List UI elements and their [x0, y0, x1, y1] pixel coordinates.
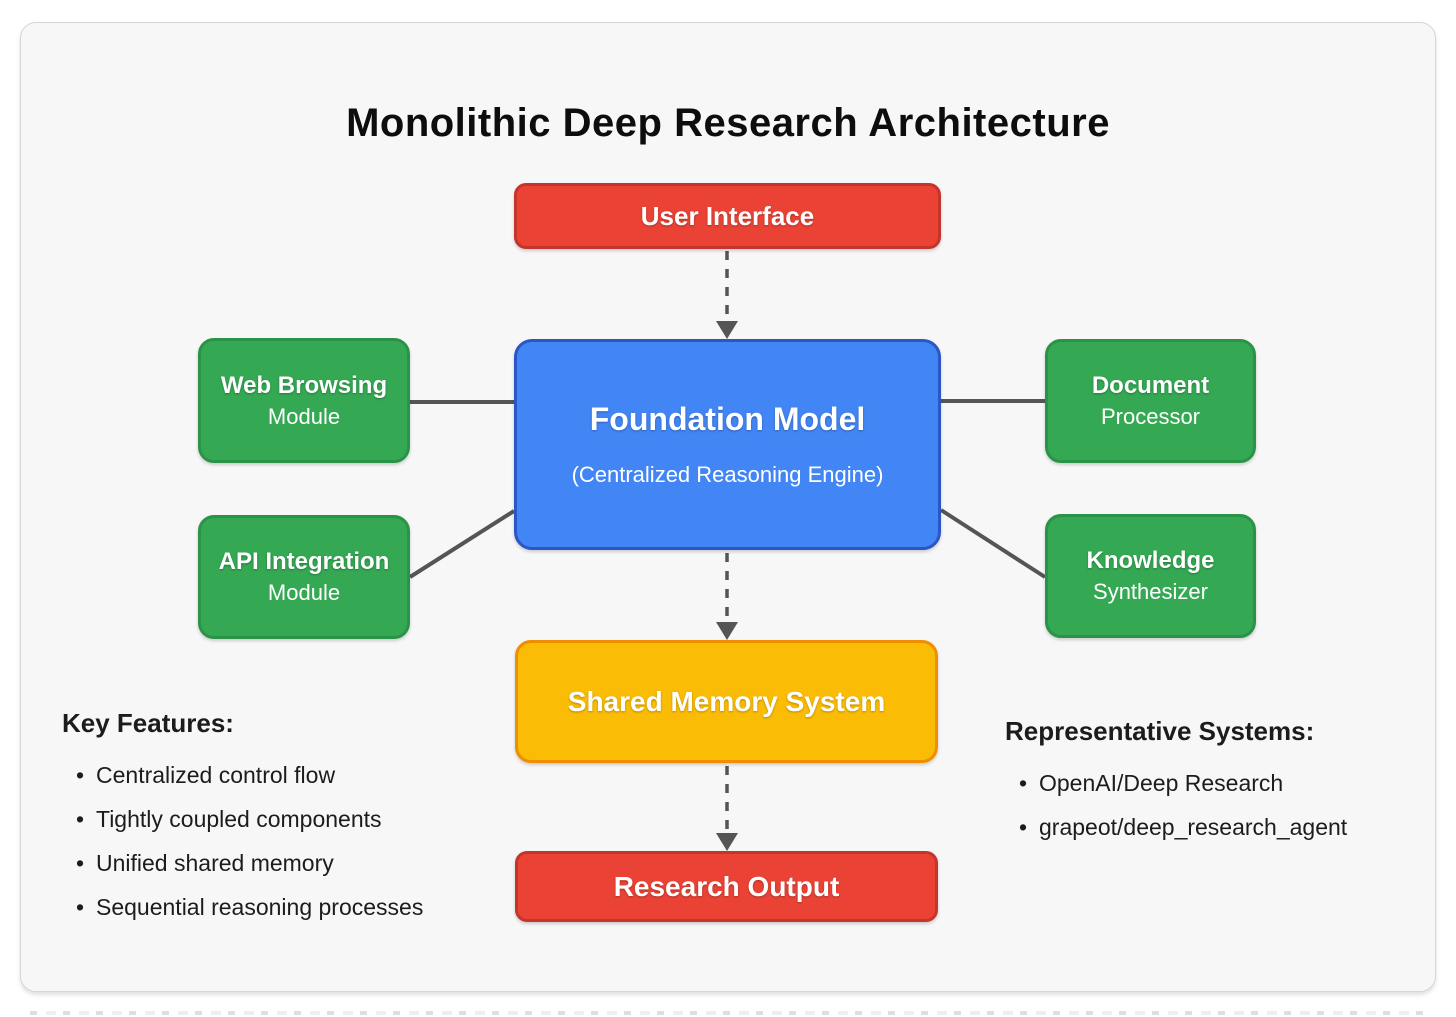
key-features-heading: Key Features: — [62, 708, 234, 738]
node-web-browsing-subtitle: Module — [267, 403, 341, 429]
cropped-content-artifact — [30, 1011, 1426, 1015]
node-research-output-label: Research Output — [613, 870, 840, 902]
node-foundation-model-sublabel: (Centralized Reasoning Engine) — [571, 462, 884, 487]
node-document-processor-subtitle: Processor — [1100, 404, 1201, 429]
node-shared-memory-system: Shared Memory System — [515, 640, 938, 763]
node-knowledge-synthesizer-title: Knowledge — [1086, 547, 1215, 574]
key-feature-item: Centralized control flow — [62, 753, 502, 797]
representative-system-item: OpenAI/Deep Research — [1005, 761, 1425, 805]
representative-systems-heading: Representative Systems: — [1005, 716, 1315, 746]
node-web-browsing-module: Web Browsing Module — [198, 338, 410, 463]
key-feature-item: Sequential reasoning processes — [62, 885, 502, 929]
node-foundation-model: Foundation Model (Centralized Reasoning … — [514, 339, 941, 550]
key-features-list: Centralized control flow Tightly coupled… — [62, 753, 502, 929]
representative-systems-list: OpenAI/Deep Research grapeot/deep_resear… — [1005, 761, 1425, 849]
diagram-title: Monolithic Deep Research Architecture — [346, 101, 1110, 145]
node-user-interface-label: User Interface — [640, 200, 815, 231]
representative-system-item: grapeot/deep_research_agent — [1005, 805, 1425, 849]
key-feature-item: Tightly coupled components — [62, 797, 502, 841]
node-foundation-model-label: Foundation Model — [589, 401, 866, 437]
node-knowledge-synthesizer: Knowledge Synthesizer — [1045, 514, 1256, 638]
key-feature-item: Unified shared memory — [62, 841, 502, 885]
node-api-integration-subtitle: Module — [267, 580, 341, 605]
representative-systems-block: Representative Systems: OpenAI/Deep Rese… — [1005, 716, 1425, 849]
node-document-processor-title: Document — [1091, 372, 1210, 399]
node-research-output: Research Output — [515, 851, 938, 922]
node-document-processor: Document Processor — [1045, 339, 1256, 463]
node-knowledge-synthesizer-subtitle: Synthesizer — [1093, 579, 1208, 604]
key-features-block: Key Features: Centralized control flow T… — [62, 708, 502, 929]
node-api-integration-title: API Integration — [218, 548, 390, 575]
node-web-browsing-title: Web Browsing — [220, 371, 388, 399]
node-api-integration-module: API Integration Module — [198, 515, 410, 639]
node-user-interface: User Interface — [514, 183, 941, 249]
node-shared-memory-label: Shared Memory System — [567, 685, 886, 717]
